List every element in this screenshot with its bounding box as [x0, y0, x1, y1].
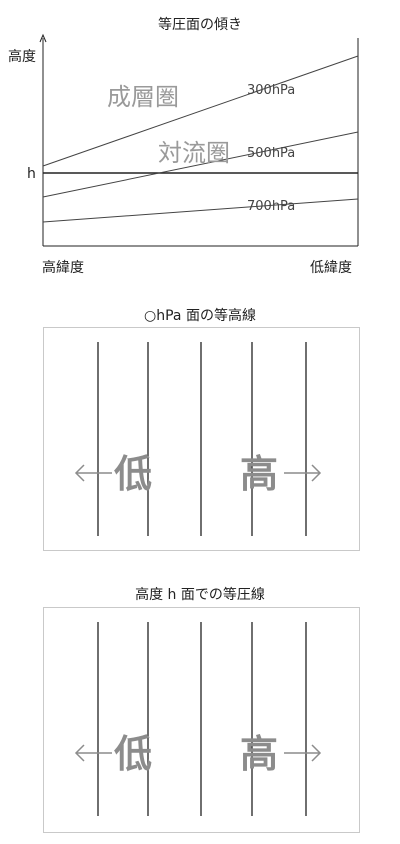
low-label: 低 — [114, 452, 153, 496]
stratosphere-label: 成層圏 — [107, 83, 179, 111]
panel2-title: 高度 h 面での等圧線 — [135, 587, 265, 603]
right-arrowhead-icon — [311, 464, 322, 482]
troposphere-label: 対流圏 — [158, 139, 230, 167]
h-label: h — [27, 166, 36, 182]
high-label: 高 — [240, 732, 279, 776]
high-label: 高 — [240, 452, 279, 496]
low-label: 低 — [114, 732, 153, 776]
isobar-500-label: 500hPa — [247, 146, 296, 161]
x-axis-right-label: 低緯度 — [310, 260, 352, 276]
isobar-500-line — [42, 131, 359, 198]
isobar-700-label: 700hPa — [247, 199, 296, 214]
slope-diagram — [39, 33, 359, 247]
isobar-lines — [74, 622, 322, 816]
slope-title: 等圧面の傾き — [158, 17, 242, 33]
left-arrowhead-icon — [74, 464, 85, 482]
isobar-700-line — [42, 198, 359, 223]
panel1-title: ○hPa 面の等高線 — [144, 308, 256, 324]
right-arrowhead-icon — [311, 744, 322, 762]
x-axis-left-label: 高緯度 — [42, 260, 84, 276]
isobar-300-label: 300hPa — [247, 83, 296, 98]
isobar-panel: 低 高 — [43, 607, 360, 833]
y-axis-label: 高度 — [8, 49, 36, 65]
y-axis-arrow — [39, 33, 47, 43]
isobar-300-line — [42, 55, 359, 167]
contour-lines — [74, 342, 322, 536]
contour-panel: 低 高 — [43, 327, 360, 551]
left-arrowhead-icon — [74, 744, 85, 762]
